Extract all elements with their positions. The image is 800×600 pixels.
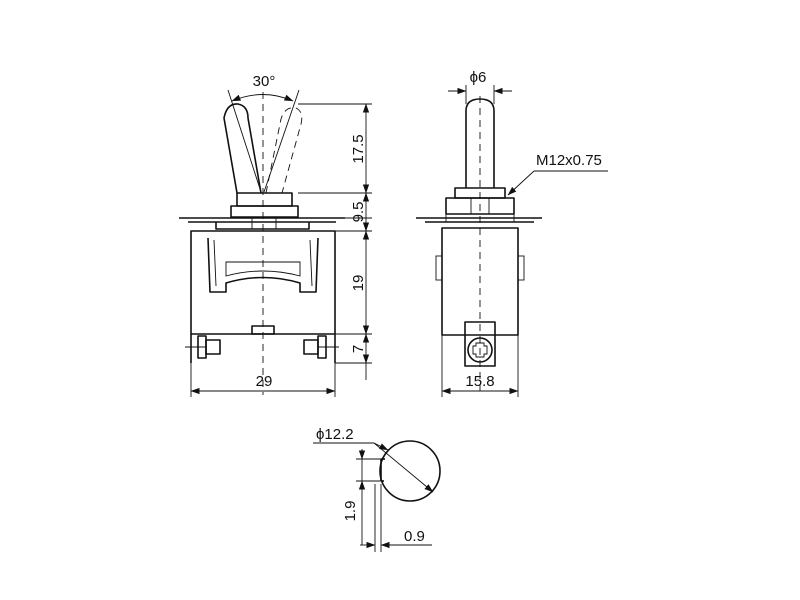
front-view: 30° 17.5 9.5 19 7 29 xyxy=(179,73,372,397)
key-height-dimension: 1.9 xyxy=(342,501,359,522)
width-dimension: 29 xyxy=(256,373,273,390)
key-width-dimension: 0.9 xyxy=(404,528,425,545)
body-height-dimension: 19 xyxy=(350,275,367,292)
panel-cutout: ϕ12.2 1.9 0.9 xyxy=(313,426,441,552)
angle-dimension: 30° xyxy=(253,73,276,90)
lever-diameter-dimension: ϕ6 xyxy=(470,69,487,86)
thread-label: M12x0.75 xyxy=(536,152,602,169)
cutout-diameter-dimension: ϕ12.2 xyxy=(316,426,354,443)
terminal-height-dimension: 7 xyxy=(350,345,367,353)
side-width-dimension: 15.8 xyxy=(465,373,494,390)
side-view: ϕ6 M12x0.75 15.8 xyxy=(416,69,608,397)
lever-height-dimension: 17.5 xyxy=(350,134,367,163)
bushing-height-dimension: 9.5 xyxy=(350,202,367,223)
